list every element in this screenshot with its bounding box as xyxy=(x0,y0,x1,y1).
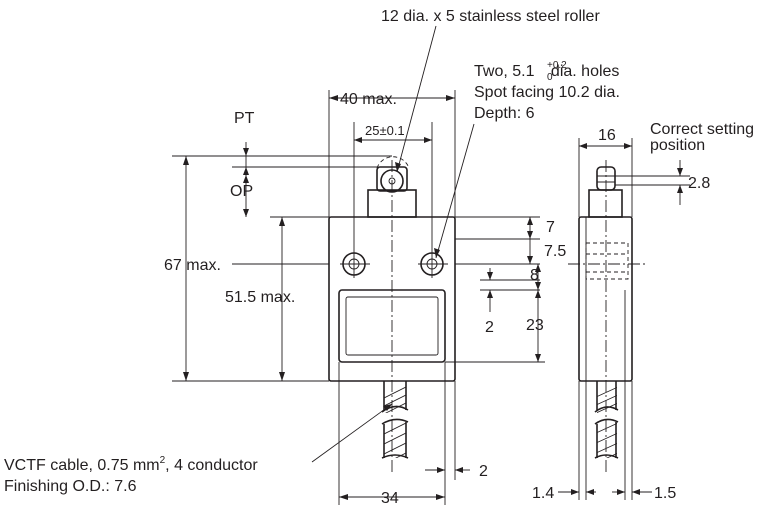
side-cable-icon xyxy=(594,381,619,459)
cable-spec-label: VCTF cable, 0.75 mm2, 4 conductor xyxy=(4,455,258,474)
dim-1-5: 1.5 xyxy=(654,485,676,502)
pt-label: PT xyxy=(234,110,255,127)
correct-setting-position-label: position xyxy=(650,137,705,154)
dim-2-left: 2 xyxy=(485,319,494,336)
roller-icon xyxy=(376,156,410,193)
dim-2-bottom: 2 xyxy=(479,463,488,480)
dim-width-max: 40 max. xyxy=(340,91,397,108)
dim-34: 34 xyxy=(381,490,399,507)
dim-16: 16 xyxy=(598,127,616,144)
op-label: OP xyxy=(230,183,253,200)
cable-icon xyxy=(381,381,409,459)
dim-hole-pitch: 25±0.1 xyxy=(365,123,405,138)
holes-tolerance-lower: 0 xyxy=(547,72,553,83)
correct-setting-label: Correct setting xyxy=(650,121,754,138)
side-view xyxy=(568,160,645,475)
front-view xyxy=(328,156,456,475)
holes-tolerance-upper: +0.2 xyxy=(547,60,567,71)
cable-od-label: Finishing O.D.: 7.6 xyxy=(4,478,137,495)
dim-7-5: 7.5 xyxy=(544,243,566,260)
dim-2-8: 2.8 xyxy=(688,175,710,192)
spot-facing-label: Spot facing 10.2 dia. xyxy=(474,84,620,101)
roller-label: 12 dia. x 5 stainless steel roller xyxy=(381,8,600,25)
dimension-lines xyxy=(172,25,690,505)
side-body xyxy=(578,216,633,382)
dim-1-4: 1.4 xyxy=(532,485,554,502)
dim-7: 7 xyxy=(546,219,555,236)
depth-label: Depth: 6 xyxy=(474,105,535,122)
dim-height-total: 67 max. xyxy=(164,257,221,274)
holes-label: Two, 5.1 dia. holes xyxy=(474,63,619,80)
dim-height-body: 51.5 max. xyxy=(225,289,295,306)
dim-23: 23 xyxy=(526,317,544,334)
dim-8: 8 xyxy=(530,267,539,284)
